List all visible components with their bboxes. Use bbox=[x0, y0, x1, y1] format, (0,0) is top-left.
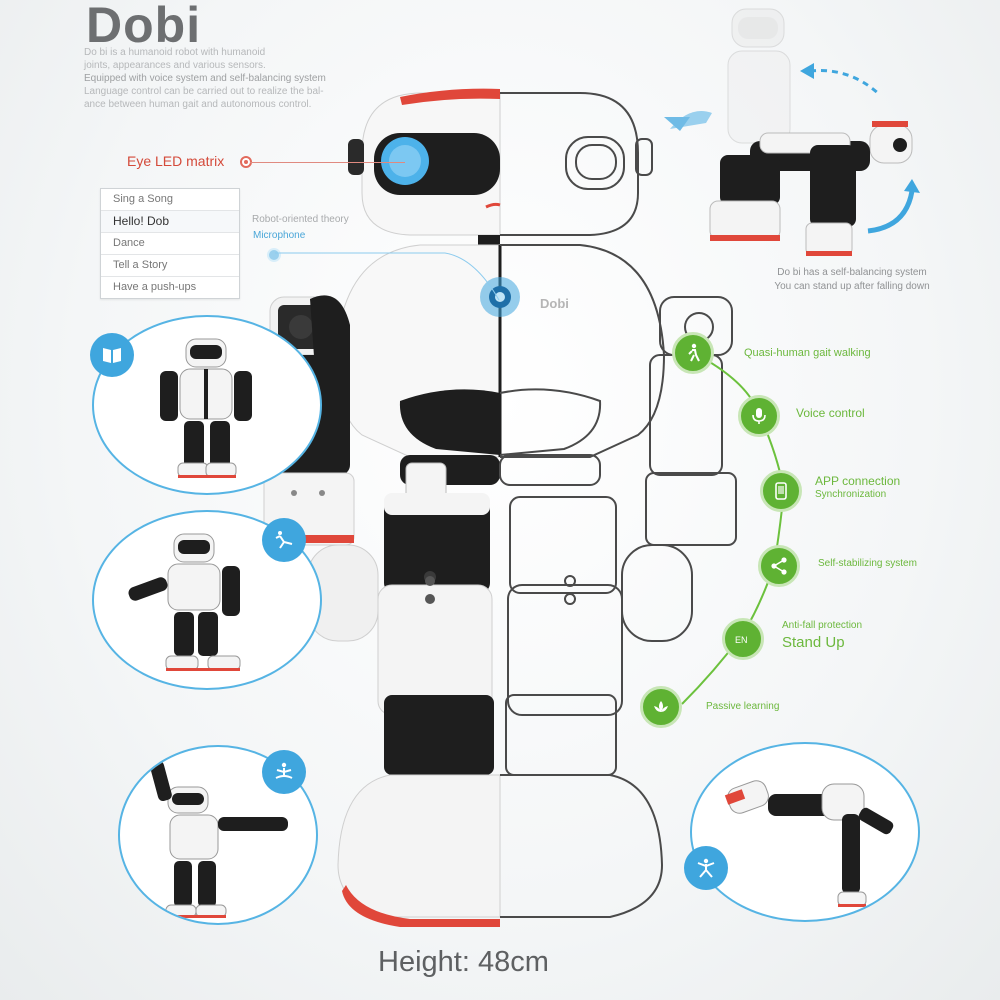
intro-line: ance between human gait and autonomous c… bbox=[84, 99, 312, 110]
balance-caption-line: Do bi has a self-balancing system bbox=[777, 267, 927, 278]
menu-item: Have a push-ups bbox=[113, 281, 197, 293]
intro-line: Equipped with voice system and self-bala… bbox=[84, 73, 326, 84]
feature-stabilizing-badge bbox=[758, 545, 800, 587]
pose-circle-stretch bbox=[690, 742, 920, 922]
brand-logo: Dobi bbox=[86, 0, 202, 53]
menu-item: Sing a Song bbox=[101, 189, 239, 211]
stand-up-icon: EN bbox=[735, 635, 748, 645]
intro-line: joints, appearances and various sensors. bbox=[84, 60, 266, 71]
meditation-icon bbox=[275, 762, 293, 779]
intro-line: Language control can be carried out to r… bbox=[84, 86, 324, 97]
robot-arm-raise-pose bbox=[150, 760, 288, 918]
gymnastics-icon bbox=[275, 531, 293, 549]
robot-theory-label: Robot-oriented theory bbox=[252, 214, 349, 225]
intro-line: Do bi is a humanoid robot with humanoid bbox=[84, 47, 266, 58]
phone-app-icon bbox=[775, 482, 787, 500]
feature-app-badge bbox=[760, 470, 802, 512]
menu-item: Tell a Story bbox=[101, 255, 239, 277]
eye-callout-line bbox=[250, 162, 405, 163]
robot-standing-pose bbox=[160, 338, 252, 478]
feature-label: Voice control bbox=[796, 406, 865, 420]
microphone-icon bbox=[752, 408, 766, 424]
feature-connector-line bbox=[681, 351, 786, 705]
self-balancing-caption: Do bi has a self-balancing system You ca… bbox=[752, 266, 952, 294]
robot-stretch-pose bbox=[724, 780, 894, 907]
pose-badge-gymnastics bbox=[262, 518, 306, 562]
pose-circle-yoga bbox=[118, 745, 318, 925]
pose-badge-stretch bbox=[684, 846, 728, 890]
microphone-callout-dot bbox=[267, 248, 281, 262]
svg-text:EN: EN bbox=[735, 635, 748, 645]
menu-item-selected: Hello! Dob bbox=[101, 211, 239, 233]
lotus-icon bbox=[654, 701, 668, 712]
feature-standup-badge: EN bbox=[722, 618, 764, 660]
eye-led-label: Eye LED matrix bbox=[127, 153, 225, 169]
voice-command-menu: Sing a Song Hello! Dob Dance Tell a Stor… bbox=[100, 188, 240, 299]
feature-label: Passive learning bbox=[706, 701, 780, 712]
feature-voice-badge bbox=[738, 395, 780, 437]
self-balancing-illustration bbox=[664, 8, 920, 256]
menu-item: Dance bbox=[101, 233, 239, 255]
feature-label: Anti-fall protection bbox=[782, 620, 863, 631]
height-caption: Height: 48cm bbox=[378, 946, 549, 978]
feature-learning-badge bbox=[640, 686, 682, 728]
open-book-icon bbox=[103, 348, 121, 363]
feature-sublabel: Stand Up bbox=[782, 634, 845, 651]
star-jump-icon bbox=[697, 858, 715, 878]
microphone-callout-line bbox=[275, 252, 500, 301]
robot-kick-pose bbox=[128, 533, 241, 671]
balance-caption-line: You can stand up after falling down bbox=[774, 281, 930, 292]
intro-text: Do bi is a humanoid robot with humanoid … bbox=[84, 46, 384, 111]
feature-walking-badge bbox=[672, 332, 714, 374]
pose-badge-read bbox=[90, 333, 134, 377]
feature-label: Quasi-human gait walking bbox=[744, 347, 871, 359]
chest-logo: Dobi bbox=[540, 296, 569, 311]
pose-badge-yoga bbox=[262, 750, 306, 794]
feature-label: Self-stabilizing system bbox=[818, 558, 917, 569]
walking-person-icon bbox=[688, 343, 700, 362]
feature-sublabel: Synchronization bbox=[815, 489, 887, 500]
microphone-label: Microphone bbox=[253, 230, 306, 241]
feature-label: APP connection bbox=[815, 474, 901, 488]
share-nodes-icon bbox=[771, 557, 787, 575]
